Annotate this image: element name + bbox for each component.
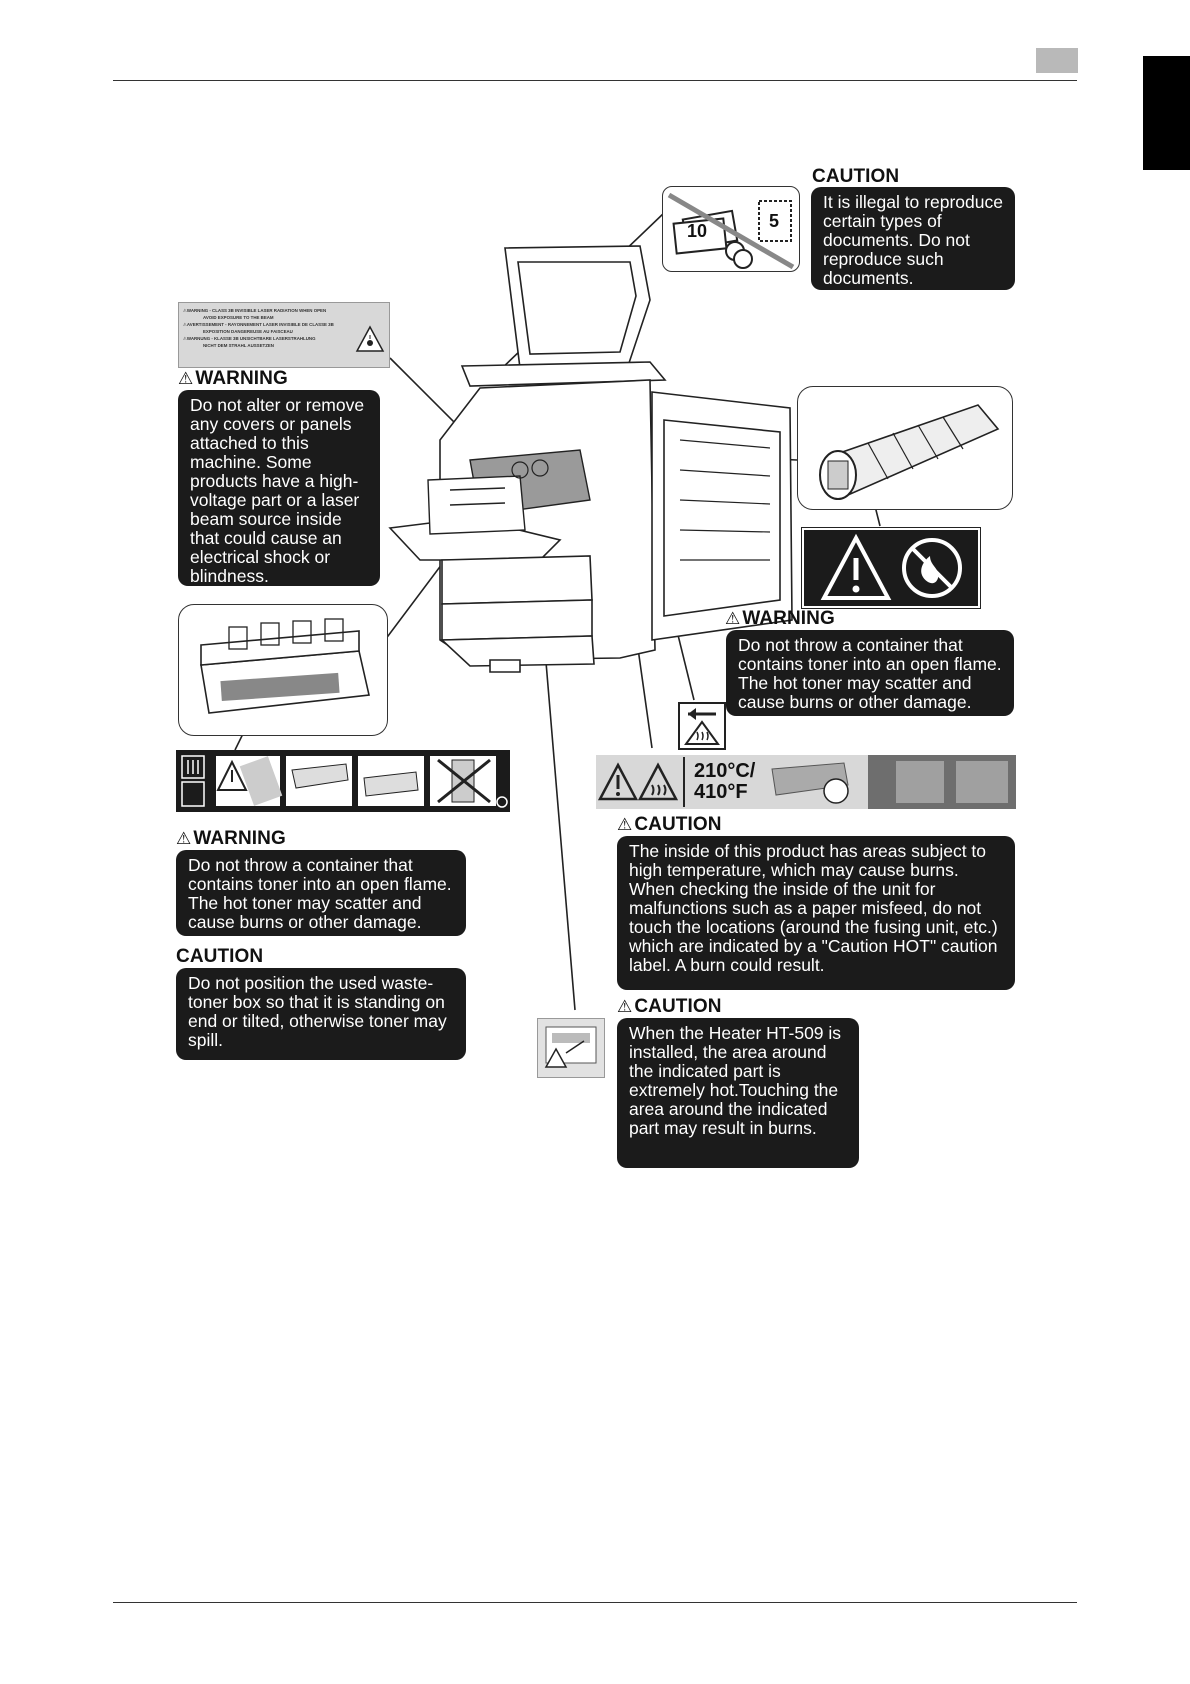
covers-warning-text: Do not alter or remove any covers or pan… bbox=[178, 390, 380, 586]
warning-triangle-icon bbox=[597, 762, 639, 801]
warning-triangle-icon bbox=[820, 533, 892, 600]
waste-toner-symbol-label bbox=[176, 750, 510, 812]
stamp-value: 5 bbox=[769, 211, 780, 231]
warning-triangle-icon bbox=[216, 759, 248, 791]
warning-triangle-icon: ⚠ bbox=[725, 609, 741, 628]
heater-label-thumbnail bbox=[537, 1018, 605, 1078]
toner-bottle-illustration bbox=[797, 386, 1013, 510]
warning-triangle-icon bbox=[544, 1047, 568, 1068]
laser-icon bbox=[355, 325, 385, 352]
chapter-side-tab bbox=[1143, 56, 1190, 170]
caution-hot-label: 210°C/ 410°F bbox=[596, 755, 1016, 809]
heater-heading: ⚠CAUTION bbox=[617, 996, 722, 1017]
hot-surface-icon bbox=[684, 720, 720, 745]
warning-triangle-icon: ⚠ bbox=[176, 829, 192, 848]
toner-flame-right-text: Do not throw a container that contains t… bbox=[726, 630, 1014, 716]
toner-flame-left-heading: ⚠WARNING bbox=[176, 828, 286, 849]
toner-flame-left-text: Do not throw a container that contains t… bbox=[176, 850, 466, 936]
warning-triangle-icon: ⚠ bbox=[617, 815, 633, 834]
covers-heading: ⚠WARNING bbox=[178, 368, 288, 389]
illegal-copy-illustration: 10 5 bbox=[662, 186, 800, 272]
temperature-celsius: 210°C/ bbox=[694, 760, 756, 782]
toner-flame-right-heading: ⚠WARNING bbox=[725, 608, 835, 629]
heater-text: When the Heater HT-509 is installed, the… bbox=[617, 1018, 859, 1168]
illegal-copy-heading: CAUTION bbox=[812, 166, 900, 187]
no-open-flame-icon bbox=[902, 538, 962, 598]
waste-toner-heading: CAUTION bbox=[176, 946, 264, 967]
illegal-copy-text: It is illegal to reproduce certain types… bbox=[811, 187, 1015, 290]
toner-flame-symbol-label bbox=[801, 527, 981, 609]
hot-surface-icon bbox=[637, 762, 679, 801]
waste-toner-text: Do not position the used waste-toner box… bbox=[176, 968, 466, 1060]
laser-warning-label: ⚠WARNING - CLASS 3B INVISIBLE LASER RADI… bbox=[178, 302, 390, 368]
footer-rule bbox=[113, 1602, 1077, 1603]
header-rule bbox=[113, 80, 1077, 81]
hot-surface-label bbox=[678, 702, 726, 750]
hot-areas-text: The inside of this product has areas sub… bbox=[617, 836, 1015, 990]
banknote-value: 10 bbox=[687, 221, 708, 241]
waste-toner-box-illustration bbox=[178, 604, 388, 736]
hot-areas-heading: ⚠CAUTION bbox=[617, 814, 722, 835]
page-number-tab bbox=[1036, 48, 1078, 73]
warning-triangle-icon: ⚠ bbox=[178, 369, 194, 388]
warning-triangle-icon: ⚠ bbox=[617, 997, 633, 1016]
temperature-fahrenheit: 410°F bbox=[694, 781, 748, 803]
